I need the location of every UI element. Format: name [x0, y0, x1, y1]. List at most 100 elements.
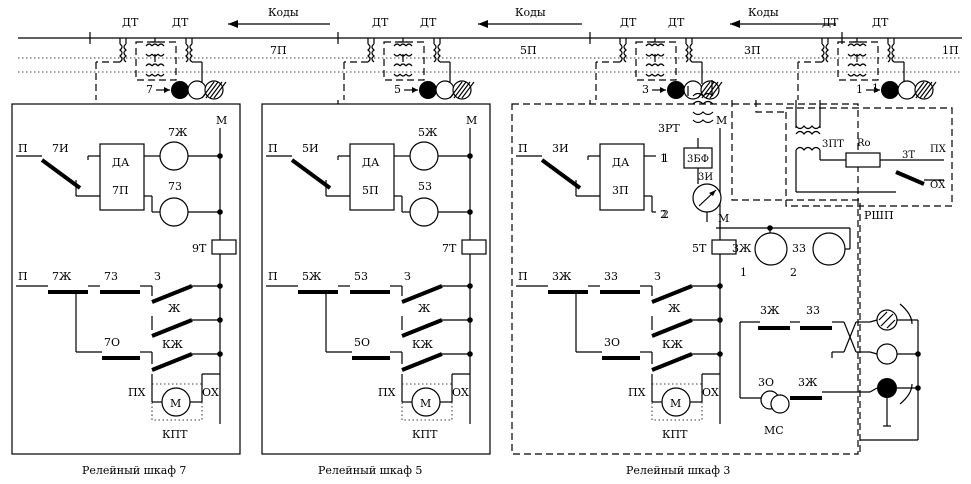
contact-3-label: З — [404, 270, 411, 283]
hatch — [201, 81, 215, 99]
contact-zh-2 — [151, 318, 193, 338]
coil — [433, 43, 437, 63]
signal-head-black — [877, 378, 897, 398]
coil — [145, 63, 165, 67]
out-2: 2 — [660, 208, 667, 221]
signal-head-white — [876, 343, 898, 365]
label-1-rshp: 1 — [872, 82, 879, 95]
lamp-7-number: 7 — [146, 83, 153, 96]
motor-outline — [151, 383, 203, 421]
kpt-label: КПТ — [162, 428, 188, 441]
hatch — [697, 81, 711, 99]
hatch — [923, 81, 937, 99]
contact-3 — [151, 284, 193, 304]
contact-i — [540, 158, 582, 190]
label-3zh-lamp: 3Ж — [732, 242, 752, 255]
lamp-zh — [159, 141, 189, 171]
motor-ox-label: ОХ — [452, 386, 469, 399]
section-5p: 5П — [520, 44, 537, 57]
label-33-ms: 33 — [806, 304, 820, 317]
input-label-p: П — [518, 142, 528, 155]
cabinet-outline — [511, 103, 859, 455]
contact-o-label: 5О — [354, 336, 370, 349]
junction-dot — [467, 283, 473, 289]
contact-i-label: 5И — [302, 142, 319, 155]
contact-kzh-lbl: КЖ — [412, 338, 434, 351]
coil — [145, 73, 165, 77]
codes-arrows: Коды Коды Коды — [228, 6, 836, 28]
coil — [393, 63, 413, 67]
lamp-1-number: 1 — [856, 83, 863, 96]
codes-label-1: Коды — [268, 6, 299, 19]
contact-zh-label: 7Ж — [52, 270, 72, 283]
cabinet-outline — [11, 103, 241, 455]
contact-kzh-lbl: КЖ — [162, 338, 184, 351]
junction-dot — [717, 317, 723, 323]
coil — [645, 73, 665, 77]
relay-t-label: 5Т — [692, 242, 707, 255]
contact-zh-label: 5Ж — [302, 270, 322, 283]
lamp-green — [914, 80, 934, 100]
junction-dot — [717, 351, 723, 357]
dt-labels: ДТ ДТ ДТ ДТ ДТ ДТ ДТ ДТ — [122, 16, 889, 29]
relay-t-label: 9Т — [192, 242, 207, 255]
label-3zh-ms: 3Ж — [760, 304, 780, 317]
coil — [645, 43, 665, 47]
motor-outline — [651, 383, 703, 421]
da-label: ДА — [362, 156, 380, 169]
choke-transformer-groups — [95, 38, 905, 100]
label-3rt: 3РТ — [658, 122, 680, 135]
junction-dot — [217, 317, 223, 323]
hatch — [911, 81, 925, 99]
dt-label: ДТ — [372, 16, 389, 29]
da-label: ДА — [112, 156, 130, 169]
cabinet-outline — [261, 103, 491, 455]
contact-i — [290, 158, 332, 190]
motor-label: М — [670, 397, 681, 410]
choke-outline — [135, 41, 177, 81]
junction-dot — [467, 209, 473, 215]
hatch — [205, 81, 219, 99]
lamp-5-number: 5 — [394, 83, 401, 96]
kpt-label: КПТ — [412, 428, 438, 441]
rshp-cabinet: РШП 3ПТ Rо 3Т ПХ ОХ 1 — [785, 82, 953, 222]
lamp-zh-label: 7Ж — [168, 126, 188, 139]
coil — [645, 63, 665, 67]
label-33-lamp: 33 — [792, 242, 806, 255]
input-label-p: П — [268, 142, 278, 155]
hatch — [209, 81, 223, 99]
cabinet-title-7: Релейный шкаф 7 — [82, 464, 186, 477]
coil — [185, 43, 189, 63]
hatch — [457, 81, 471, 99]
coil — [847, 73, 867, 77]
lamp-z — [409, 197, 439, 227]
motor-label: М — [420, 397, 431, 410]
hatch — [461, 81, 475, 99]
lamp-z — [159, 197, 189, 227]
input-label-p2: П — [18, 270, 28, 283]
contact-kzh-lbl: КЖ — [662, 338, 684, 351]
coil — [623, 43, 627, 63]
input-label-p2: П — [518, 270, 528, 283]
choke-outline — [383, 41, 425, 81]
contact-kzh — [651, 352, 693, 372]
contact-i — [40, 158, 82, 190]
input-label-p2: П — [268, 270, 278, 283]
section-1p: 1П — [942, 44, 959, 57]
arrow-head — [874, 87, 880, 93]
coil — [847, 43, 867, 47]
coil — [887, 43, 891, 63]
cabinet-3-extras: 3РТ 3БФ 3И М 1 2 3Ж 33 1 2 3Ж 33 — [658, 80, 921, 441]
coil — [189, 43, 193, 63]
motor-ox-label: ОХ — [702, 386, 719, 399]
label-ox-rshp: ОХ — [930, 180, 946, 191]
codes-label-3: Коды — [748, 6, 779, 19]
contact-z-label: 73 — [104, 270, 118, 283]
motor-px-label: ПХ — [378, 386, 396, 399]
contact-3 — [401, 284, 443, 304]
bus-label-m: М — [216, 114, 227, 127]
motor-px-label: ПХ — [128, 386, 146, 399]
contact-3-label: З — [654, 270, 661, 283]
